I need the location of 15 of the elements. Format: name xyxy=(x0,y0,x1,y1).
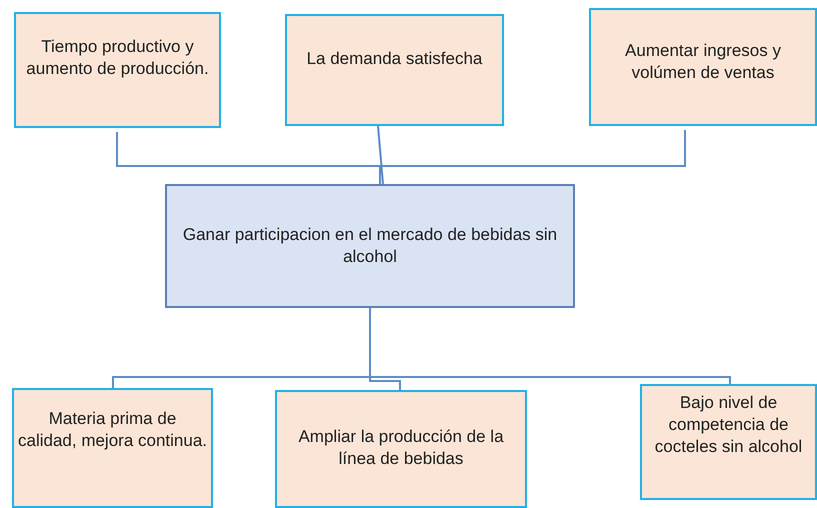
objective-box xyxy=(14,12,221,128)
node-text: Ganar participacion en el mercado de bebidas sin alcohol xyxy=(182,224,558,268)
node-text: Materia prima de calidad, mejora continua. xyxy=(17,408,208,452)
objective-box xyxy=(640,384,817,500)
node-text: Aumentar ingresos y volúmen de ventas xyxy=(624,40,782,84)
objective-box xyxy=(275,390,527,508)
objective-box xyxy=(12,388,213,508)
node-text: Ampliar la producción de la línea de bebidas xyxy=(297,426,505,470)
objective-box xyxy=(589,8,817,126)
connector-line xyxy=(377,126,384,184)
node-text: Tiempo productivo y aumento de producción. xyxy=(25,36,210,80)
central-objective-box xyxy=(165,184,575,308)
node-text: La demanda satisfecha xyxy=(306,48,484,70)
objective-box xyxy=(285,14,504,126)
node-text: Bajo nivel de competencia de cocteles sin alcohol xyxy=(654,392,804,458)
